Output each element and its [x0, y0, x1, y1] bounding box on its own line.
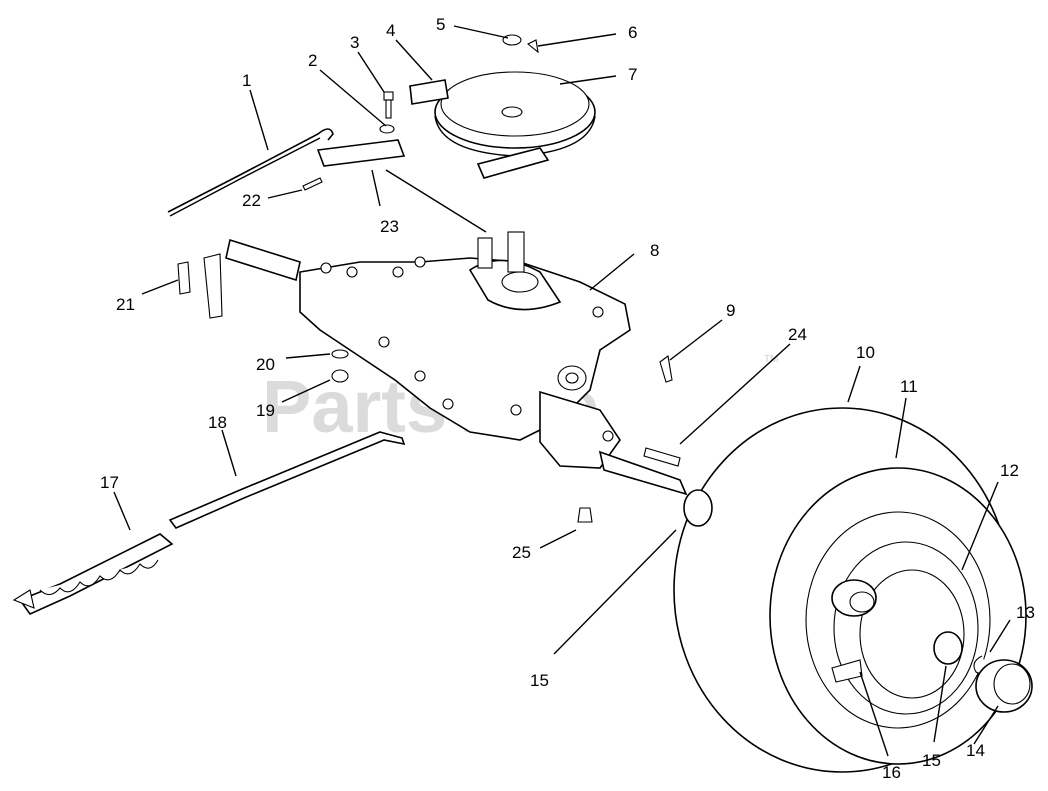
- part-21-pin: [177, 253, 223, 319]
- callout-23: 23: [380, 217, 399, 236]
- callout-19: 19: [256, 401, 275, 420]
- callout-22: 22: [242, 191, 261, 210]
- callout-10: 10: [856, 343, 875, 362]
- part-25-fitting: [577, 507, 593, 523]
- leader-lines: [113, 25, 1011, 757]
- callout-13: 13: [1016, 603, 1035, 622]
- callout-1: 1: [242, 71, 251, 90]
- callout-17: 17: [100, 473, 119, 492]
- callout-5: 5: [436, 15, 445, 34]
- part-15-washer-outer: [933, 631, 963, 665]
- part-6-key: [526, 39, 539, 54]
- callout-3: 3: [350, 33, 359, 52]
- callout-9: 9: [726, 301, 735, 320]
- callout-14: 14: [966, 741, 985, 760]
- part-20-washer: [331, 349, 349, 359]
- callout-20: 20: [256, 355, 275, 374]
- callout-16: 16: [882, 763, 901, 782]
- part-18-control-rod: [168, 431, 406, 529]
- part-15-washer-inner: [683, 489, 713, 527]
- part-1-shift-rod: [167, 128, 334, 217]
- callout-6: 6: [628, 23, 637, 42]
- callout-4: 4: [386, 21, 395, 40]
- part-23-bracket: [316, 139, 406, 167]
- watermark-trademark: TM: [764, 354, 778, 365]
- part-5-retainer: [502, 34, 522, 46]
- part-22-pin: [302, 177, 323, 191]
- callout-21: 21: [116, 295, 135, 314]
- callout-2: 2: [308, 51, 317, 70]
- part-11-rim: [805, 511, 991, 729]
- callout-18: 18: [208, 413, 227, 432]
- part-14-hub-cap: [975, 659, 1033, 713]
- part-2-nut: [379, 124, 395, 134]
- part-3-bolt: [383, 91, 394, 119]
- callout-12: 12: [1000, 461, 1019, 480]
- part-8-transaxle-housing: [225, 231, 688, 496]
- callout-11: 11: [900, 377, 918, 396]
- part-4-belt: [409, 79, 550, 179]
- callout-15-axle: 15: [530, 671, 549, 690]
- part-19-nut: [331, 369, 349, 383]
- callout-24: 24: [788, 325, 807, 344]
- callout-7: 7: [628, 65, 637, 84]
- callout-25: 25: [512, 543, 531, 562]
- callout-8: 8: [650, 241, 659, 260]
- part-16-hub: [831, 579, 877, 683]
- part-9-cotter-pin: [659, 355, 673, 383]
- part-24-key: [643, 447, 681, 467]
- callout-15-wheel: 15: [922, 751, 941, 770]
- part-17-spring-assembly: [12, 533, 174, 615]
- part-7-pulley: [434, 71, 596, 157]
